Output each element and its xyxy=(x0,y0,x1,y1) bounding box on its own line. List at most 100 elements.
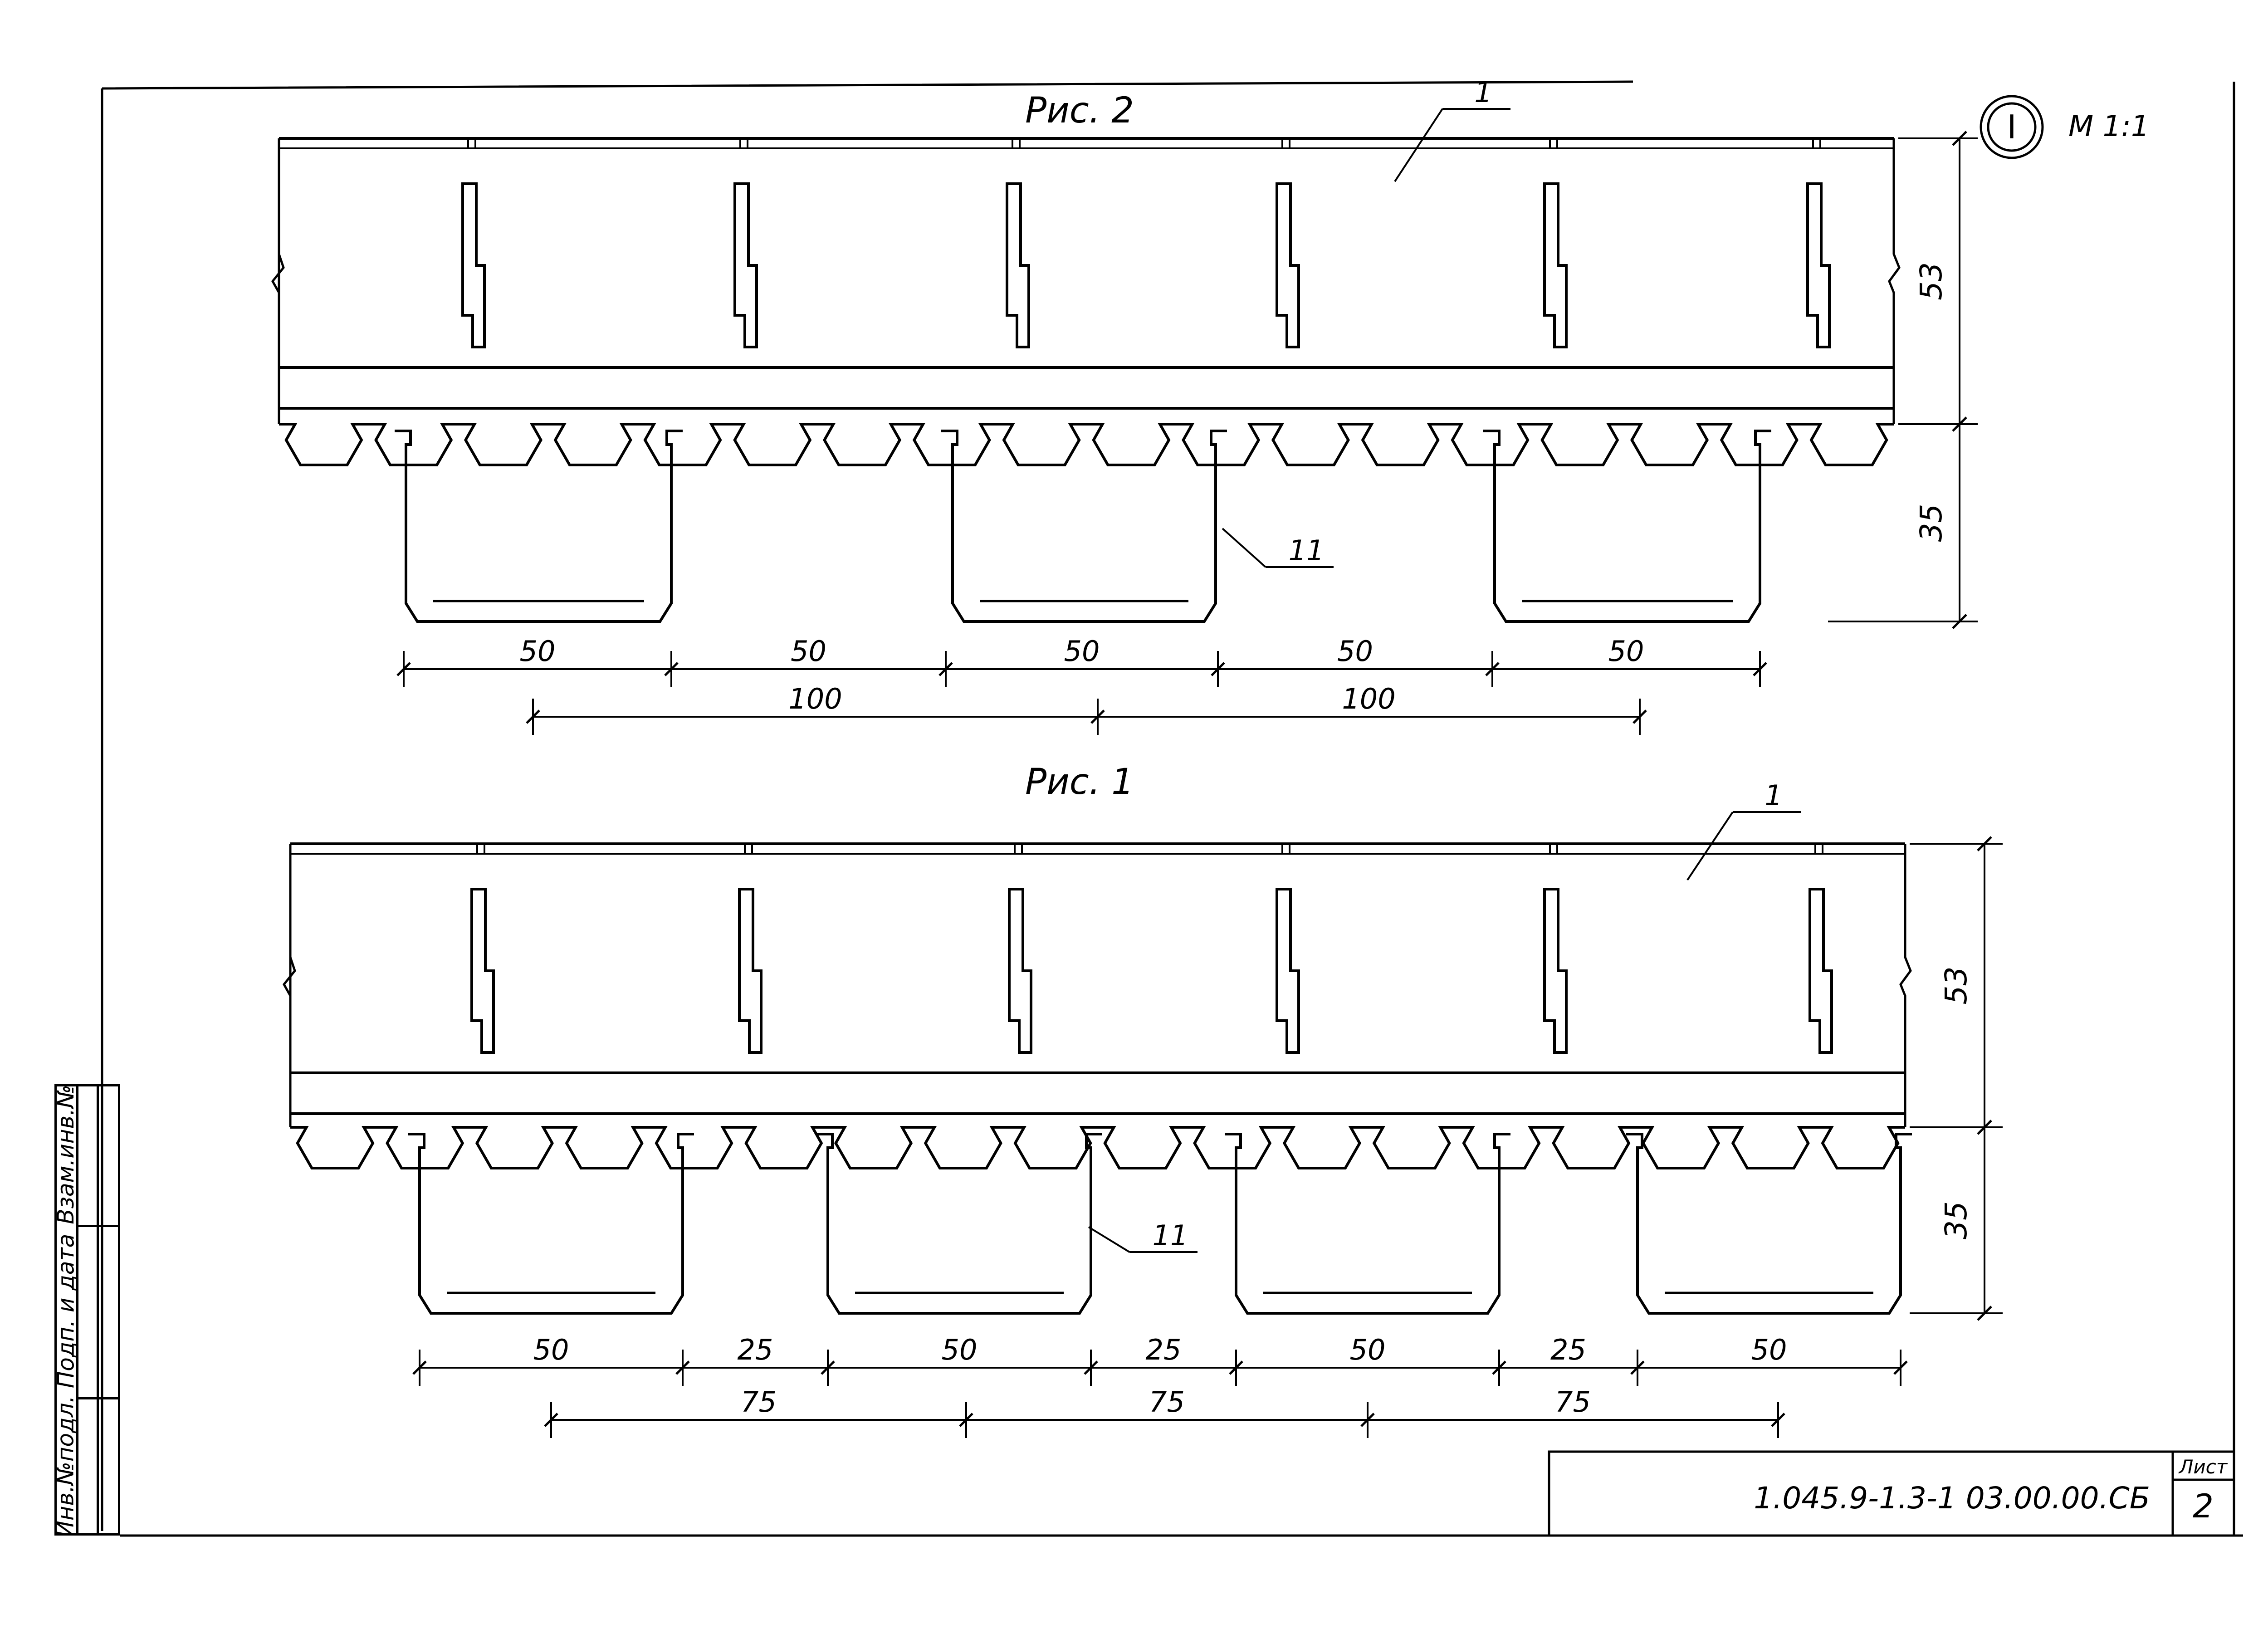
height-lower-value: 35 xyxy=(1914,504,1949,542)
dimension-tick xyxy=(1360,1413,1375,1427)
clip-bracket xyxy=(1225,1133,1510,1315)
slot-notch xyxy=(744,843,753,855)
stamp-inv-original: Инв.№подл. xyxy=(54,1397,77,1536)
clip-callout: 11 xyxy=(1289,534,1325,567)
clip-leader xyxy=(1222,528,1266,568)
dimension-tick xyxy=(1485,662,1500,676)
figure-title: Рис. 1 xyxy=(1025,762,1134,802)
clip-bracket xyxy=(395,430,683,623)
slot-notch xyxy=(739,137,748,149)
strip-leader xyxy=(1394,108,1443,182)
dimension-tick xyxy=(1229,1360,1243,1375)
stamp-sign-date: Подп. и дата xyxy=(54,1233,77,1389)
height-lower-value: 35 xyxy=(1939,1201,1974,1239)
strip-callout: 1 xyxy=(1765,779,1782,812)
dimension-tick xyxy=(1952,416,1967,432)
clip-bracket xyxy=(1626,1133,1912,1315)
pitch-dimension-value: 50 xyxy=(533,1333,569,1366)
sheet-number: 2 xyxy=(2193,1487,2214,1525)
perforation-slot xyxy=(738,888,763,1054)
document-code: 1.045.9-1.3-1 03.00.00.СБ xyxy=(1754,1481,2150,1516)
dimension-tick xyxy=(544,1413,558,1427)
slot-notch xyxy=(1814,843,1823,855)
side-stamp-divider-d xyxy=(76,1397,120,1399)
perforation-slot xyxy=(461,182,486,348)
sheet-frame xyxy=(101,80,2243,1537)
slot-notch xyxy=(1549,137,1558,149)
slot-notch xyxy=(1012,137,1021,149)
sheet-label: Лист xyxy=(2178,1456,2228,1478)
strip-leader xyxy=(1686,811,1734,881)
break-mark-left xyxy=(271,254,285,294)
dimension-tick xyxy=(526,709,540,724)
dimension-tick xyxy=(1952,614,1967,629)
pitch-dimension-value: 50 xyxy=(1064,635,1100,668)
corrugated-profile xyxy=(279,423,1894,466)
pitch-dimension-value: 25 xyxy=(1146,1333,1182,1366)
title-block xyxy=(1548,1450,2235,1537)
dimension-tick xyxy=(1084,1360,1098,1375)
spacing-dimension-value: 75 xyxy=(1555,1385,1591,1419)
slot-notch xyxy=(467,137,476,149)
figure-title: Рис. 2 xyxy=(1025,90,1134,131)
marker-outer-circle xyxy=(1980,95,2044,159)
dimension-tick xyxy=(664,662,679,676)
stamp-replaced-inv: Взам.инв.№ xyxy=(54,1085,77,1224)
dimension-tick xyxy=(412,1360,427,1375)
pitch-dimension-value: 50 xyxy=(791,635,826,668)
perforation-slot xyxy=(1276,888,1300,1054)
dimension-tick xyxy=(396,662,411,676)
pitch-dimension-value: 50 xyxy=(1751,1333,1787,1366)
dimension-tick xyxy=(1630,1360,1645,1375)
dimension-tick xyxy=(1952,131,1967,146)
perforation-slot xyxy=(1806,182,1831,348)
pitch-dimension-value: 25 xyxy=(1550,1333,1586,1366)
dimension-tick xyxy=(1090,709,1105,724)
title-block-dividers xyxy=(2171,1452,2234,1536)
dimension-tick xyxy=(1633,709,1647,724)
slot-notch xyxy=(1812,137,1821,149)
pitch-dimension-value: 50 xyxy=(1608,635,1644,668)
slot-notch xyxy=(1281,137,1290,149)
pitch-dimension-value: 50 xyxy=(1350,1333,1386,1366)
side-stamp-divider-a xyxy=(76,1084,78,1536)
break-mark-right xyxy=(1888,138,1901,424)
height-upper-value: 53 xyxy=(1914,262,1949,300)
slot-notch xyxy=(1014,843,1023,855)
perforation-slot xyxy=(1008,888,1032,1054)
corrugated-profile xyxy=(290,1126,1905,1169)
dimension-tick xyxy=(1977,836,1992,851)
dimension-tick xyxy=(959,1413,973,1427)
clip-callout: 11 xyxy=(1153,1219,1188,1252)
clip-leader xyxy=(1088,1226,1130,1253)
spacing-dimension-value: 75 xyxy=(741,1385,777,1419)
clip-bracket xyxy=(408,1133,694,1315)
dimension-tick xyxy=(1771,1413,1785,1427)
break-mark-left xyxy=(282,957,296,997)
dimension-tick xyxy=(821,1360,835,1375)
dimension-tick xyxy=(1977,1120,1992,1135)
pitch-dimension-value: 50 xyxy=(1337,635,1373,668)
spacing-dimension-value: 100 xyxy=(788,682,842,715)
perforation-slot xyxy=(733,182,758,348)
height-upper-value: 53 xyxy=(1939,967,1974,1005)
pitch-dimension-value: 25 xyxy=(738,1333,773,1366)
marker-label: I xyxy=(2007,108,2016,146)
break-mark-right xyxy=(1899,844,1912,1127)
perforation-slot xyxy=(1543,182,1568,348)
spacing-dimension-value: 100 xyxy=(1342,682,1395,715)
perforation-slot xyxy=(1006,182,1030,348)
clip-bracket xyxy=(816,1133,1102,1315)
dimension-tick xyxy=(1492,1360,1506,1375)
perforation-slot xyxy=(1543,888,1568,1054)
pitch-dimension-value: 50 xyxy=(520,635,556,668)
pitch-dimension-value: 50 xyxy=(942,1333,978,1366)
perforation-slot xyxy=(1276,182,1300,348)
perforation-slot xyxy=(470,888,495,1054)
slot-notch xyxy=(1281,843,1290,855)
side-stamp-divider-b xyxy=(97,1084,99,1536)
clip-bracket xyxy=(1483,430,1771,623)
